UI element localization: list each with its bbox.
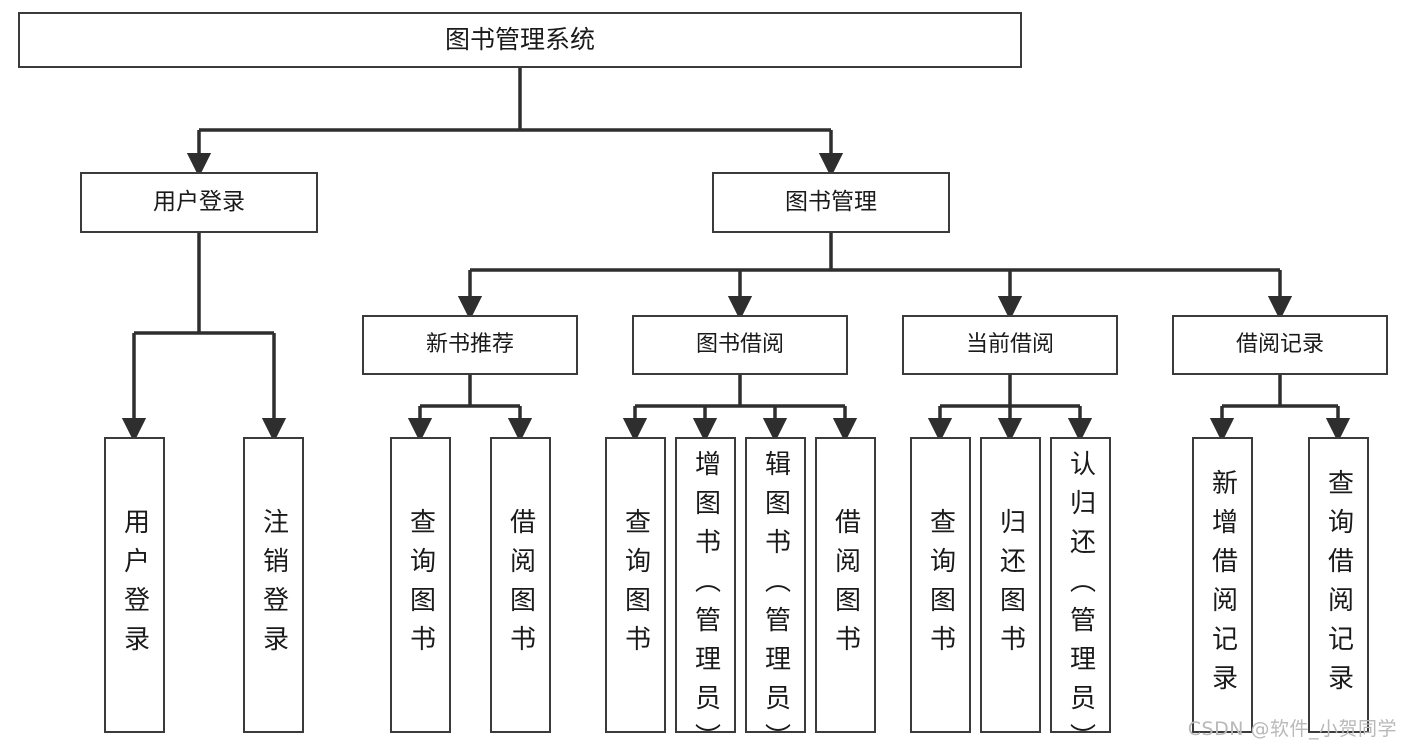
node-new-book-recommend-label: 新书推荐 (425, 332, 514, 358)
node-book-management[interactable]: 图书管理 (712, 172, 950, 233)
node-leaf-label: 新增借阅记录 (1207, 469, 1238, 703)
node-leaf-recommend-query-book[interactable]: 查询图书 (390, 437, 451, 733)
node-leaf-user-login-logout[interactable]: 注销登录 (243, 437, 304, 733)
node-leaf-label: 编辑图书（管理员） (760, 437, 791, 733)
node-leaf-label: 确认归还（管理员） (1065, 437, 1096, 733)
node-leaf-recommend-borrow-book[interactable]: 借阅图书 (490, 437, 551, 733)
node-user-login[interactable]: 用户登录 (80, 172, 318, 233)
node-current-borrow[interactable]: 当前借阅 (902, 315, 1118, 375)
node-user-login-label: 用户登录 (153, 189, 245, 216)
node-book-borrow-label: 图书借阅 (695, 332, 784, 358)
node-leaf-label: 查询图书 (405, 508, 436, 664)
node-leaf-current-return-book[interactable]: 归还图书 (980, 437, 1041, 733)
node-book-borrow[interactable]: 图书借阅 (632, 315, 848, 375)
node-leaf-label: 查询借阅记录 (1323, 469, 1354, 703)
node-root-system[interactable]: 图书管理系统 (18, 12, 1022, 68)
watermark-text: CSDN @软件_小贺同学 (1187, 718, 1397, 740)
node-leaf-label: 借阅图书 (830, 508, 861, 664)
node-root-label: 图书管理系统 (444, 24, 595, 54)
node-leaf-user-login-login[interactable]: 用户登录 (104, 437, 165, 733)
node-leaf-label: 查询图书 (925, 508, 956, 664)
node-current-borrow-label: 当前借阅 (965, 332, 1054, 358)
node-leaf-label: 注销登录 (258, 508, 289, 664)
node-leaf-current-query-book[interactable]: 查询图书 (910, 437, 971, 733)
node-leaf-label: 借阅图书 (505, 508, 536, 664)
node-leaf-record-add-record[interactable]: 新增借阅记录 (1192, 437, 1253, 733)
node-leaf-borrow-add-book[interactable]: 新增图书（管理员） (675, 437, 736, 733)
node-leaf-borrow-query-book[interactable]: 查询图书 (605, 437, 666, 733)
node-leaf-record-query-record[interactable]: 查询借阅记录 (1308, 437, 1369, 733)
node-leaf-label: 查询图书 (620, 508, 651, 664)
node-book-management-label: 图书管理 (785, 189, 877, 216)
node-new-book-recommend[interactable]: 新书推荐 (362, 315, 578, 375)
node-leaf-current-confirm-return[interactable]: 确认归还（管理员） (1050, 437, 1111, 733)
node-borrow-record[interactable]: 借阅记录 (1172, 315, 1388, 375)
node-leaf-label: 新增图书（管理员） (690, 437, 721, 733)
node-leaf-label: 用户登录 (119, 508, 150, 664)
node-leaf-label: 归还图书 (995, 508, 1026, 664)
node-leaf-borrow-borrow-book[interactable]: 借阅图书 (815, 437, 876, 733)
node-leaf-borrow-edit-book[interactable]: 编辑图书（管理员） (745, 437, 806, 733)
node-borrow-record-label: 借阅记录 (1235, 332, 1324, 358)
